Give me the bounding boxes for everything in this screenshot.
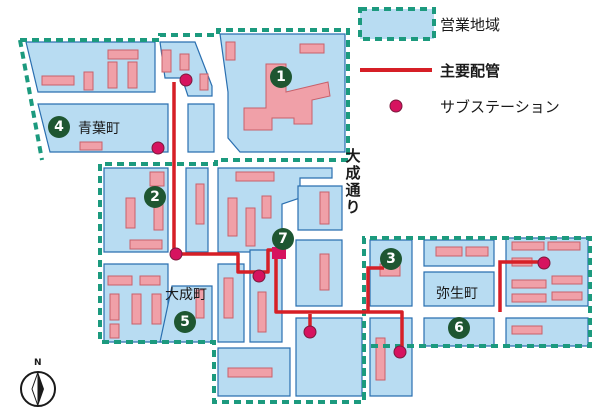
building (435, 246, 463, 257)
building (551, 275, 583, 285)
substation-point (393, 345, 407, 359)
building (227, 197, 238, 237)
building (225, 41, 236, 61)
building (465, 246, 489, 257)
building (109, 323, 120, 339)
building (149, 171, 165, 187)
substation-point (179, 73, 193, 87)
main-pipe-branch (498, 260, 544, 312)
facility-marker-7: 7 (272, 228, 294, 250)
building (151, 293, 162, 325)
facility-marker-5: 5 (174, 311, 196, 333)
building-main (243, 63, 331, 131)
facility-marker-6: 6 (448, 317, 470, 339)
building (223, 277, 234, 319)
block (295, 239, 343, 307)
town-label-yayoicho: 弥生町 (436, 286, 478, 302)
building (245, 207, 256, 247)
building (511, 293, 547, 303)
building (161, 49, 172, 73)
building (107, 275, 133, 286)
building (511, 279, 547, 289)
building (319, 253, 330, 291)
building (547, 241, 581, 251)
legend-business-area-label: 営業地域 (440, 16, 501, 34)
building (107, 61, 118, 89)
substations (151, 73, 551, 359)
main-pipe (172, 82, 404, 352)
substation-point (537, 256, 551, 270)
street-label-taisei-dori: 大成通り (345, 147, 361, 216)
block (423, 271, 495, 307)
business-area-boundary (18, 28, 592, 404)
building (107, 49, 139, 60)
substation-point (252, 269, 266, 283)
building (235, 171, 275, 182)
building (261, 195, 272, 219)
building (511, 325, 543, 335)
main-pipe-branch (366, 266, 384, 312)
substation-point (303, 325, 317, 339)
north-compass (20, 371, 56, 407)
facility-marker-4: 4 (48, 116, 70, 138)
building (199, 73, 209, 91)
legend-substation-swatch (389, 99, 403, 113)
block (187, 103, 215, 153)
substation-plant (272, 247, 286, 259)
substation-point (151, 141, 165, 155)
legend-substation-label: サブステーション (440, 98, 560, 116)
buildings (41, 41, 583, 381)
building (511, 241, 545, 251)
building (195, 289, 205, 319)
building (83, 71, 94, 91)
building (227, 367, 273, 378)
building (109, 293, 120, 321)
legend-main-pipe-label: 主要配管 (440, 62, 501, 80)
facility-marker-2: 2 (144, 186, 166, 208)
compass-north-label: N (34, 358, 42, 368)
building (179, 53, 190, 71)
building (131, 293, 142, 325)
block (37, 103, 169, 153)
building (551, 291, 583, 301)
building (257, 291, 267, 333)
facility-marker-1: 1 (270, 66, 292, 88)
building (299, 43, 325, 54)
building (139, 275, 161, 286)
building (41, 75, 75, 86)
building (79, 141, 103, 151)
town-label-aobacho: 青葉町 (78, 121, 120, 137)
building (195, 183, 205, 225)
facility-marker-3: 3 (380, 248, 402, 270)
substation-point (169, 247, 183, 261)
legend-business-area-swatch (358, 7, 436, 41)
building (129, 239, 163, 250)
building (319, 191, 330, 225)
building (125, 197, 136, 229)
building (127, 61, 138, 89)
building (375, 337, 386, 381)
town-label-taiseicho: 大成町 (165, 287, 207, 303)
